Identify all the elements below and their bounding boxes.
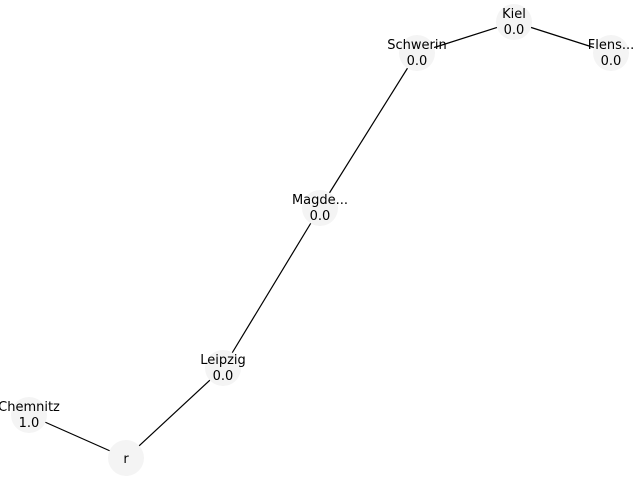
node-value: 0.0 bbox=[213, 369, 234, 384]
node-label: Leipzig bbox=[200, 353, 246, 368]
node-magdeburg: Magde...0.0 bbox=[292, 190, 348, 226]
node-value: 0.0 bbox=[407, 54, 428, 69]
node-circle bbox=[593, 35, 629, 71]
node-flensburg: Flens...0.0 bbox=[588, 35, 635, 71]
node-label: Magde... bbox=[292, 193, 348, 208]
node-r: r bbox=[108, 440, 144, 476]
node-label: r bbox=[123, 452, 129, 467]
edge-leipzig-r bbox=[125, 367, 224, 459]
node-circle bbox=[399, 35, 435, 71]
node-value: 0.0 bbox=[504, 23, 525, 38]
edge-layer bbox=[28, 21, 612, 459]
node-label: Schwerin bbox=[387, 38, 446, 53]
node-value: 0.0 bbox=[310, 209, 331, 224]
edge-schwerin-magdeburg bbox=[319, 52, 418, 209]
node-label: Chemnitz bbox=[0, 400, 60, 415]
node-label: Kiel bbox=[502, 7, 526, 22]
node-circle bbox=[11, 397, 47, 433]
node-circle bbox=[205, 350, 241, 386]
node-value: 0.0 bbox=[601, 54, 622, 69]
edge-magdeburg-leipzig bbox=[222, 207, 321, 369]
node-layer: Kiel0.0Schwerin0.0Flens...0.0Magde...0.0… bbox=[0, 4, 634, 476]
node-value: 1.0 bbox=[19, 416, 40, 431]
node-circle bbox=[496, 4, 532, 40]
node-circle bbox=[108, 440, 144, 476]
node-label: Flens... bbox=[588, 38, 635, 53]
node-circle bbox=[302, 190, 338, 226]
